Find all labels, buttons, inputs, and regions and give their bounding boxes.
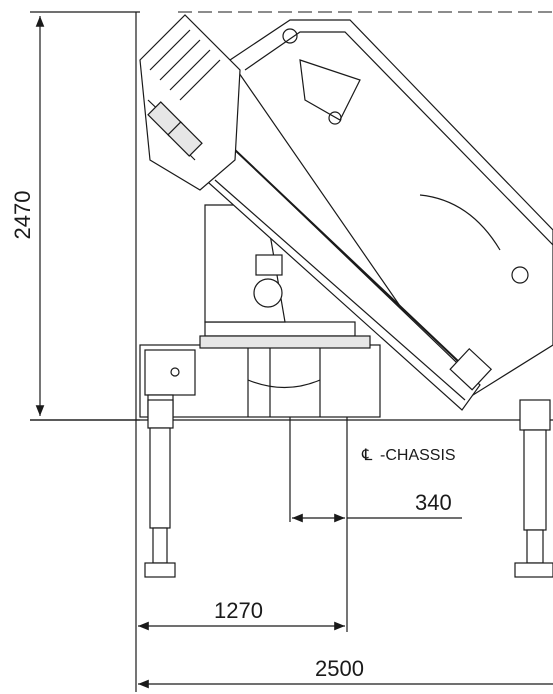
half-width-label: 1270 [214,598,263,623]
dimension-offset: 340 [292,490,462,523]
boom-head-linkage [139,14,241,191]
crane-base [139,321,381,418]
centerline-symbol: ℄ [361,447,373,464]
height-label: 2470 [10,191,35,240]
centerline-text: -CHASSIS [380,447,456,464]
width-label: 2500 [315,656,364,681]
right-stabilizer [514,399,553,578]
left-stabilizer [144,399,176,578]
slew-motor [253,278,283,308]
dimension-width: 2500 [138,656,553,689]
dimension-height: 2470 [10,11,140,421]
offset-label: 340 [415,490,452,515]
dimension-half-width: 1270 [138,598,345,631]
centerline-label: ℄ -CHASSIS [361,447,456,464]
main-boom [229,19,553,401]
control-block [255,254,283,276]
